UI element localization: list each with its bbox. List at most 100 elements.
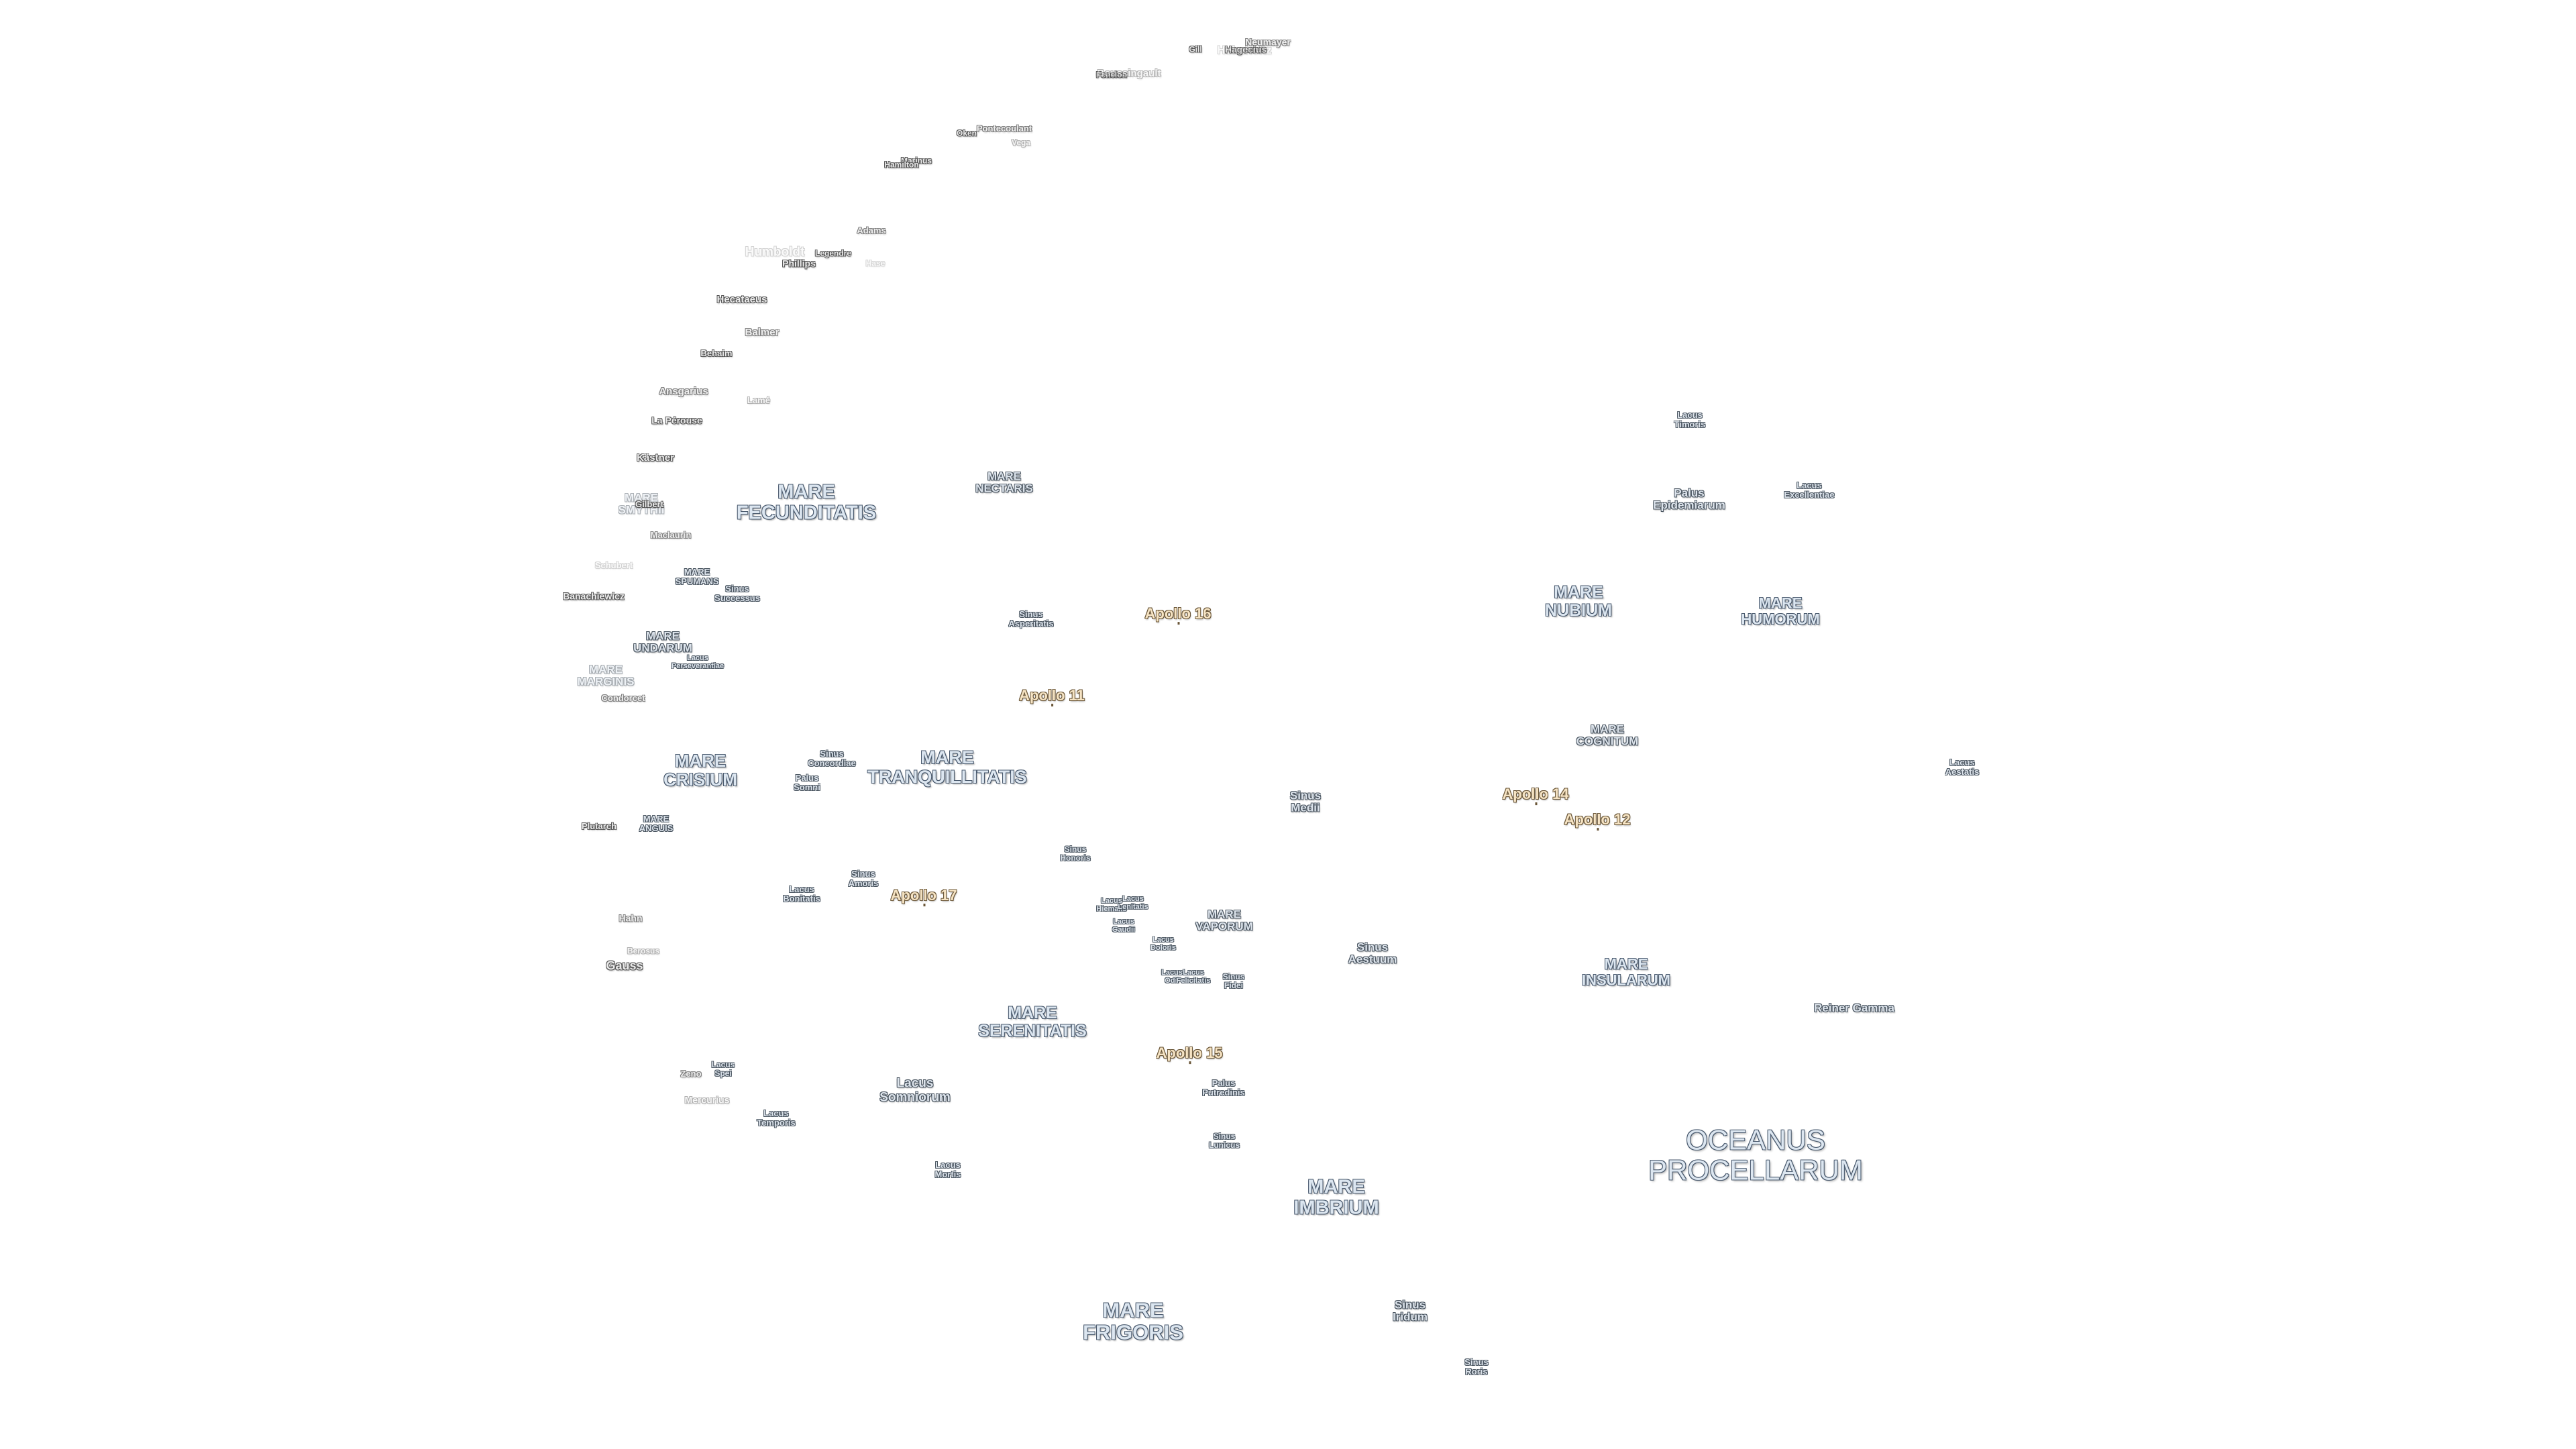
palus-epidemiarum-label: Palus Epidemiarum [1653,486,1725,513]
mare-humorum-line-1: MARE [1758,594,1803,612]
crater-plutarch: Plutarch [581,820,617,831]
lacus-spei-line-2: Spei [714,1069,732,1078]
mare-insularum-label: MARE INSULARUM [1582,956,1670,988]
lacus-lenitatis-label: Lacus Lenitatis [1118,895,1148,912]
mare-serenitatis-line-2: SERENITATIS [978,1022,1087,1040]
mare-cognitum-line-2: COGNITUM [1576,735,1639,748]
mare-nectaris-line-1: MARE [987,470,1022,483]
lacus-hiemalis-line-2: Hiemalis [1096,905,1127,913]
lacus-spei-label: Lacus Spei [712,1061,735,1078]
sinus-successus-line-2: Successus [714,593,760,603]
mare-anguis-line-2: ANGUIS [639,823,674,833]
mare-cognitum-label: MARE COGNITUM [1576,722,1639,749]
lacus-doloris-label: Lacus Doloris [1150,936,1176,953]
crater-hahn: Hahn [619,912,643,924]
lacus-somniorum-line-2: Somniorum [879,1090,951,1104]
mare-nubium-line-2: NUBIUM [1545,601,1612,620]
crater-balmer: Balmer [745,326,780,338]
crater-humboldt: Humboldt [745,245,805,260]
lacus-doloris-line-2: Doloris [1150,944,1176,952]
crater-berosus: Berosus [627,946,660,956]
crater-boussingault: Boussingault [1097,67,1161,79]
mare-serenitatis-label: MARE SERENITATIS [978,1004,1087,1040]
sinus-honoris-line-1: Sinus [1064,845,1087,855]
mare-undarum-line-2: UNDARUM [633,642,692,655]
crater-marinus: Marinus [900,156,932,166]
crater-mercurius: Mercurius [684,1094,730,1106]
lacus-bonitatis-label: Lacus Bonitatis [783,883,820,904]
mare-tranquillitatis-line-2: TRANQUILLITATIS [867,767,1027,787]
mare-cognitum-line-1: MARE [1590,722,1625,736]
mare-nubium-line-1: MARE [1554,583,1603,602]
crater-behaim: Behaim [700,347,733,358]
lacus-bonitatis-line-1: Lacus [789,883,814,894]
mare-spumans-label: MARE SPUMANS [675,567,719,586]
mare-spumans-line-2: SPUMANS [675,576,719,586]
mare-fecunditatis-line-2: FECUNDITATIS [736,502,877,524]
lacus-gaudii-label: Lacus Gaudii [1112,918,1135,934]
lacus-excellentiae-line-1: Lacus [1796,480,1822,490]
sinus-fidei-line-1: Sinus [1222,972,1245,982]
palus-epidemiarum-line-1: Palus [1674,486,1705,500]
oceanus-procellarum-label: OCEANUS PROCELLARUM [1648,1124,1863,1186]
mare-marginis-label: MARE MARGINIS [577,663,635,689]
lacus-somniorum-line-1: Lacus [896,1076,934,1091]
crater-la-perouse: La Pérouse [651,415,702,426]
sinus-iridum-label: Sinus Iridum [1393,1299,1428,1324]
oceanus-procellarum-line-2: PROCELLARUM [1648,1155,1863,1186]
crater-hagecius: Hagecius [1224,44,1267,55]
mare-frigoris-line-1: MARE [1102,1298,1164,1322]
lacus-temporis-label: Lacus Temporis [757,1108,796,1128]
mare-insularum-line-2: INSULARUM [1582,971,1670,988]
lacus-felicitatis-label: Lacus Felicitatis [1177,969,1211,985]
mare-imbrium-line-1: MARE [1307,1176,1365,1198]
lacus-bonitatis-line-2: Bonitatis [783,894,820,904]
mare-smythii-label: MARE SMYTHII [619,492,665,517]
mare-tranquillitatis-line-1: MARE [920,747,974,767]
sinus-concordiae-label: Sinus Concordiae [808,749,856,768]
sinus-medii-label: Sinus Medii [1290,790,1321,815]
sinus-concordiae-line-2: Concordiae [808,758,856,768]
sinus-aestuum-line-1: Sinus [1356,941,1389,954]
lacus-excellentiae-label: Lacus Excellentiae [1784,480,1835,500]
mare-vaporum-label: MARE VAPORUM [1195,908,1253,934]
mare-fecunditatis-line-1: MARE [777,481,835,503]
apollo-15-site: Apollo 15 [1156,1044,1223,1064]
lacus-excellentiae-line-2: Excellentiae [1784,490,1835,500]
mare-vaporum-line-2: VAPORUM [1195,920,1253,933]
crater-oken: Oken [956,128,977,138]
mare-crisium-label: MARE CRISIUM [663,751,737,789]
mare-humorum-label: MARE HUMORUM [1741,595,1819,627]
sinus-aestuum-line-2: Aestuum [1348,953,1397,966]
apollo-17-site: Apollo 17 [890,887,957,906]
lacus-gaudii-line-2: Gaudii [1112,926,1136,934]
mare-undarum-label: MARE UNDARUM [633,630,692,655]
crater-legendre: Legendre [814,248,852,258]
crater-neumayer: Neumayer [1245,36,1291,48]
apollo-16-site: Apollo 16 [1144,605,1212,625]
crater-kastner: Kästner [637,451,674,464]
palus-putredinis-line-2: Putredinis [1202,1087,1245,1097]
lacus-odii-label: Lacus Odii [1161,969,1183,985]
mare-tranquillitatis-label: MARE TRANQUILLITATIS [867,747,1027,787]
crater-helmholtz: Helmholtz [1217,43,1272,56]
crater-schubert: Schubert [594,559,633,570]
crater-gilbert: Gilbert [635,498,663,509]
mare-insularum-line-1: MARE [1604,955,1648,973]
mare-frigoris-line-2: FRIGORIS [1083,1321,1183,1344]
sinus-asperitatis-line-1: Sinus [1019,608,1043,619]
lacus-felicitatis-line-1: Lacus [1183,969,1204,977]
mare-nubium-label: MARE NUBIUM [1545,584,1612,620]
sinus-honoris-line-2: Honoris [1060,853,1091,863]
crater-zeno: Zeno [680,1068,702,1079]
lacus-lenitatis-line-1: Lacus [1122,895,1144,904]
mare-humorum-line-2: HUMORUM [1741,610,1820,627]
lacus-spei-line-1: Lacus [711,1060,735,1070]
mare-marginis-line-2: MARGINIS [577,676,635,688]
crater-phillips: Phillips [782,258,816,269]
sinus-roris-label: Sinus Roris [1464,1357,1488,1377]
lacus-timoris-line-2: Timoris [1674,419,1706,429]
crater-gill: Gill [1189,44,1202,54]
mare-crisium-line-1: MARE [674,750,727,771]
sinus-lunicus-line-2: Lunicus [1208,1140,1240,1150]
